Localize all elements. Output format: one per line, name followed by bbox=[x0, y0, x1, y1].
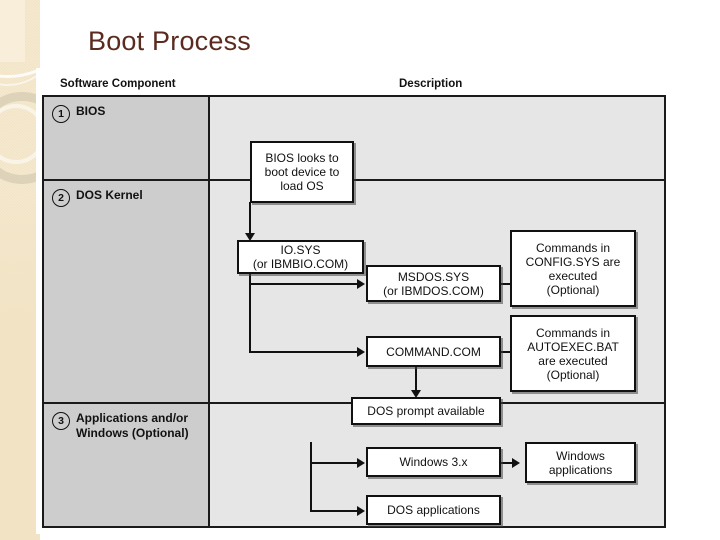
boot-process-diagram: Software Component Description 1 BIOS 2 bbox=[36, 68, 684, 534]
flow-box-dos-applications-line-1: DOS applications bbox=[387, 503, 480, 517]
row-3-label-line-3: (Optional) bbox=[131, 426, 189, 440]
column-header-software-component: Software Component bbox=[60, 78, 176, 90]
flow-box-config-sys-line-1: Commands in bbox=[535, 240, 611, 255]
flow-box-windows-applications-line-1: Windows bbox=[556, 448, 605, 463]
flow-box-bios-looks-line-1: BIOS looks to bbox=[265, 151, 339, 165]
flow-box-msdos-sys: MSDOS.SYS (or IBMDOS.COM) bbox=[366, 265, 501, 302]
row-3-label-line-2: and/or Windows bbox=[76, 411, 189, 440]
arrow-right-to-windows3x bbox=[357, 458, 365, 468]
row-1-label: BIOS bbox=[76, 104, 106, 118]
page-title: Boot Process bbox=[88, 26, 251, 56]
flow-box-bios-looks-line-3: load OS bbox=[280, 179, 324, 193]
row-3-label-line-1: Applications bbox=[76, 411, 149, 425]
decorative-side-band bbox=[0, 0, 86, 540]
table-row: 1 BIOS bbox=[44, 97, 664, 179]
flow-box-bios-looks: BIOS looks to boot device to load OS bbox=[250, 141, 354, 203]
decorative-corner-rect bbox=[0, 0, 25, 62]
flow-box-io-sys-line-2: (or IBMBIO.COM) bbox=[252, 257, 349, 271]
row-3-component-cell: 3 Applications and/or Windows (Optional) bbox=[44, 404, 208, 526]
flow-box-dos-applications: DOS applications bbox=[366, 495, 501, 525]
row-divider-1 bbox=[44, 179, 664, 181]
flow-box-windows-applications-line-2: applications bbox=[548, 462, 613, 477]
row-2-label: DOS Kernel bbox=[76, 188, 143, 202]
row-2-component-cell: 2 DOS Kernel bbox=[44, 181, 208, 402]
flow-box-msdos-sys-line-1: MSDOS.SYS bbox=[397, 269, 470, 284]
arrow-right-to-dosapps bbox=[357, 506, 365, 516]
flow-box-autoexec-bat: Commands in AUTOEXEC.BAT are executed (O… bbox=[510, 315, 636, 392]
flow-box-dos-prompt-line-1: DOS prompt available bbox=[367, 404, 485, 418]
flow-box-io-sys-line-1: IO.SYS bbox=[280, 243, 321, 257]
row-1-label-group: 1 BIOS bbox=[52, 104, 105, 123]
flow-box-bios-looks-line-2: boot device to bbox=[264, 165, 340, 179]
arrow-right-iosys-to-msdos bbox=[357, 279, 365, 289]
flow-box-dos-prompt: DOS prompt available bbox=[351, 397, 501, 425]
row-3-label: Applications and/or Windows (Optional) bbox=[76, 411, 208, 441]
flow-box-windows-applications: Windows applications bbox=[525, 442, 636, 483]
flow-box-windows-3x-line-1: Windows 3.x bbox=[399, 455, 468, 469]
band-gradient-overlay bbox=[0, 180, 40, 540]
connector-iosys-trunk bbox=[249, 273, 251, 353]
flow-box-io-sys: IO.SYS (or IBMBIO.COM) bbox=[237, 240, 364, 274]
connector-iosys-to-command bbox=[249, 351, 360, 353]
connector-bios-to-iosys bbox=[249, 202, 251, 235]
arrow-down-command-to-prompt bbox=[411, 390, 421, 398]
number-circle-2: 2 bbox=[52, 189, 70, 207]
flow-box-command-com: COMMAND.COM bbox=[366, 336, 501, 367]
arrow-right-iosys-to-command bbox=[357, 347, 365, 357]
connector-command-to-prompt bbox=[415, 367, 417, 392]
row-3-label-group: 3 Applications and/or Windows (Optional) bbox=[52, 411, 208, 441]
boot-process-table: 1 BIOS 2 DOS Kernel bbox=[42, 95, 666, 528]
flow-box-autoexec-bat-line-1: Commands in bbox=[535, 325, 611, 340]
number-circle-3: 3 bbox=[52, 412, 70, 430]
column-header-description: Description bbox=[399, 78, 463, 90]
number-circle-1: 1 bbox=[52, 105, 70, 123]
flow-box-autoexec-bat-line-3: are executed bbox=[538, 353, 608, 368]
row-1-component-cell: 1 BIOS bbox=[44, 97, 208, 179]
arrow-right-windows3x-to-apps bbox=[512, 458, 520, 468]
flow-box-config-sys-line-3: executed bbox=[548, 268, 598, 283]
flow-box-config-sys-line-2: CONFIG.SYS are bbox=[525, 254, 621, 269]
flow-box-windows-3x: Windows 3.x bbox=[366, 447, 501, 477]
flow-box-config-sys-line-4: (Optional) bbox=[546, 282, 600, 297]
flow-box-config-sys: Commands in CONFIG.SYS are executed (Opt… bbox=[510, 230, 636, 307]
arrow-down-bios-to-iosys bbox=[245, 233, 255, 241]
flow-box-command-com-line-1: COMMAND.COM bbox=[386, 344, 481, 359]
connector-row3-to-dosapps bbox=[310, 510, 360, 512]
flow-box-msdos-sys-line-2: (or IBMDOS.COM) bbox=[383, 283, 484, 298]
flow-box-autoexec-bat-line-2: AUTOEXEC.BAT bbox=[527, 339, 619, 354]
connector-row3-to-windows bbox=[310, 462, 360, 464]
flow-box-autoexec-bat-line-4: (Optional) bbox=[546, 367, 600, 382]
connector-iosys-to-msdos bbox=[249, 283, 360, 285]
row-2-label-group: 2 DOS Kernel bbox=[52, 188, 143, 207]
connector-row3-trunk bbox=[310, 442, 312, 512]
